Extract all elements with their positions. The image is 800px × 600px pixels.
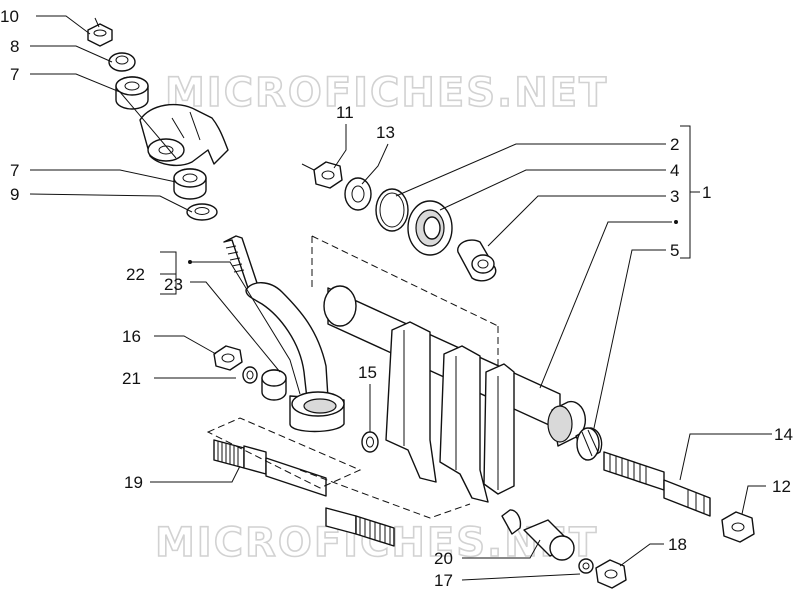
bushing-5 [575,427,603,461]
callout-1: 1 [702,183,711,202]
callout-15: 15 [358,363,377,382]
leader-lines [29,15,772,581]
callout-8: 8 [10,37,19,56]
callout-23: 23 [164,275,183,294]
bushing-3 [457,239,497,282]
washer-21 [242,366,258,384]
nut-10 [87,17,113,47]
washer-9 [186,203,218,221]
callout-20: 20 [434,549,453,568]
callout-14: 14 [774,425,793,444]
washer-8 [108,52,136,72]
spacer-15 [361,431,379,453]
callout-3: 3 [670,187,679,206]
washer-17 [578,558,594,574]
swingarm-bracket [323,285,586,503]
bushing-7-bottom [173,168,207,200]
tube-20 [501,509,575,561]
nut-11 [301,161,343,189]
callout-11: 11 [336,103,354,122]
bushing-7-top [115,76,149,110]
nut-18 [595,559,627,589]
suspension-arm [223,235,345,433]
callout-9: 9 [10,185,19,204]
leader-dot-22 [188,260,192,264]
callout-12: 12 [772,477,791,496]
callout-2: 2 [670,135,679,154]
callout-18: 18 [668,535,687,554]
watermark-top: MICROFICHES.NET [165,70,608,116]
callout-5: 5 [670,241,679,260]
steering-knuckle [139,103,229,167]
washer-13 [344,177,372,211]
nut-12 [721,511,755,543]
callout-4: 4 [670,161,679,180]
leader-dot-1 [674,220,678,224]
bearing-4 [407,200,453,256]
spacer-23 [261,369,287,401]
circlip-2 [375,188,409,232]
callout-19: 19 [124,473,143,492]
callout-21: 21 [122,369,141,388]
pivot-bolt-19 [213,439,395,547]
callout-17: 17 [434,571,453,590]
callout-7-bottom: 7 [10,161,19,180]
callout-13: 13 [376,123,395,142]
callout-7-top: 7 [10,65,19,84]
callout-22: 22 [126,265,145,284]
callout-16: 16 [122,327,141,346]
callout-10: 10 [0,7,19,26]
nut-16 [213,345,243,371]
bolt-14 [603,451,711,517]
